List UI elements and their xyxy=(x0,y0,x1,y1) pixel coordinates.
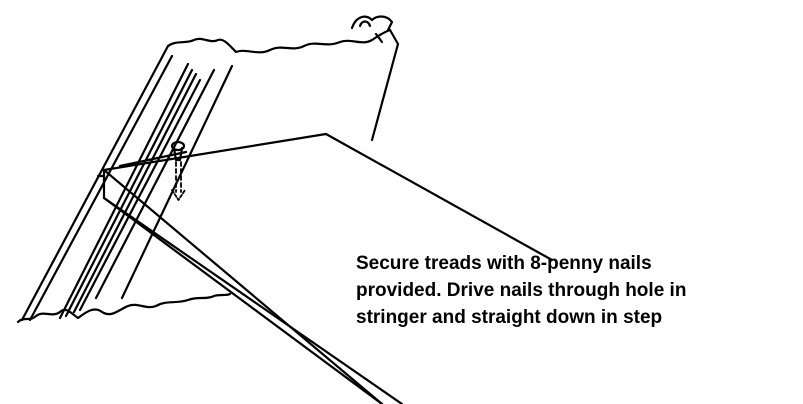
tread xyxy=(96,132,554,404)
nail-icon xyxy=(170,140,186,162)
stringer xyxy=(16,15,400,324)
caption-line: provided. Drive nails through hole in xyxy=(356,280,687,301)
caption-line: stringer and straight down in step xyxy=(356,307,663,328)
instruction-caption: Secure treads with 8-penny nails provide… xyxy=(356,250,796,331)
caption-line: Secure treads with 8-penny nails xyxy=(356,253,652,274)
arrow-down-icon xyxy=(171,161,186,201)
